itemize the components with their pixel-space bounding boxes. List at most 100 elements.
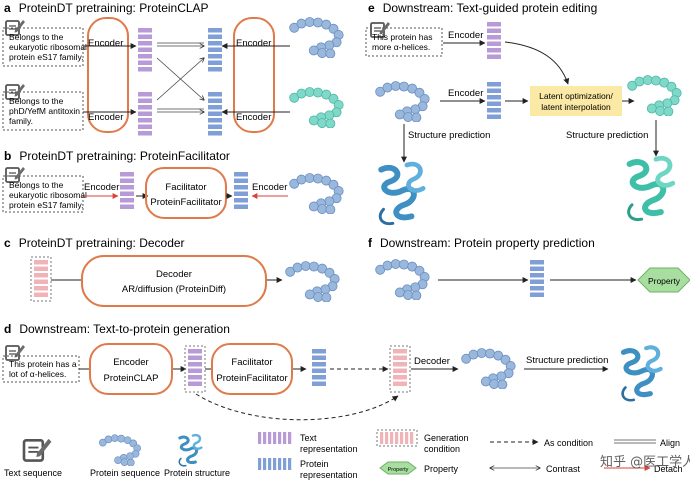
representation-cell [138,124,152,129]
legend-property: Property [424,464,459,474]
protein-sequence [285,261,340,302]
legend-swatch-cell [258,432,262,444]
legend-gen-cond-1: Generation [424,433,469,443]
representation-cell [34,266,48,271]
panel-e: e Downstream: Text-guided protein editing… [365,1,682,224]
legend-text-sequence: Text sequence [4,468,62,478]
legend-protein-structure: Protein structure [164,468,230,478]
latent-label-2: latent interpolation [541,102,611,112]
representation-cell [188,375,202,380]
structure-prediction-label: Structure prediction [566,130,648,141]
structure-prediction-label: Structure prediction [408,130,490,141]
legend-align: Align [660,438,680,448]
representation-cell [312,381,326,386]
representation-cell [234,191,248,196]
legend-swatch-cell [400,432,404,444]
representation-cell [208,124,222,129]
representation-cell [487,101,501,106]
representation-cell [138,92,152,97]
protein-representation-b [234,172,248,209]
legend-swatch-cell [278,458,282,470]
watermark: 知乎 @医工学人 [600,454,690,470]
encoder-sublabel: ProteinCLAP [104,373,159,384]
representation-cell [188,368,202,373]
panel-e-letter: e [368,1,375,15]
protein-representation-e [487,82,501,119]
legend-text-sequence-icon [22,437,52,462]
text-box-line-1: This protein has a [9,359,77,369]
representation-cell [208,118,222,123]
legend-swatch-cell [268,432,272,444]
legend-property-badge-label: Property [388,467,409,473]
representation-cell [138,28,152,33]
legend-swatch-cell [283,458,287,470]
legend-text-repr-1: Text [300,433,317,443]
representation-cell [138,98,152,103]
text-box-1-line-1: Belongs to the [9,32,64,42]
panel-c-title-text: ProteinDT pretraining: Decoder [19,236,185,250]
representation-cell [487,48,501,53]
legend-protein-repr-1: Protein [300,459,329,469]
legend-protein-sequence-icon [98,434,142,466]
representation-cell [120,178,134,183]
representation-cell [138,111,152,116]
panel-f-title-text: Downstream: Protein property prediction [380,236,595,250]
representation-cell [188,355,202,360]
representation-cell [530,273,544,278]
protein-sequence-edited [627,75,682,116]
facilitator-block [211,343,293,395]
panel-d-letter: d [4,322,11,336]
representation-cell [487,82,501,87]
protein-sequence-teal [289,87,344,128]
encoder-label: Encoder [252,182,287,193]
representation-cell [234,204,248,209]
protein-structure [623,347,661,400]
representation-cell [208,54,222,59]
legend-text-repr-2: representation [300,444,358,454]
protein-structure-edited [629,158,673,219]
legend-contrast: Contrast [546,464,581,474]
panel-a-letter: a [4,1,11,15]
representation-cell [312,362,326,367]
representation-cell [188,349,202,354]
panel-e-title-text: Downstream: Text-guided protein editing [383,1,598,15]
legend-swatch-cell [283,432,287,444]
protein-representation-d [312,349,326,386]
legend-swatch-cell [410,432,414,444]
facilitator-block [145,167,227,219]
text-box-2-line-3: family. [9,116,33,126]
legend-swatch-cell [405,432,409,444]
representation-cell [208,92,222,97]
representation-cell [208,28,222,33]
decoder-label: Decoder [156,269,192,280]
representation-cell [393,368,407,373]
legend-protein-structure-icon [177,433,203,468]
text-box-1-line-2: eukaryotic ribosomal [9,42,87,52]
text-box-2-line-2: phD/YefM antitoxin [9,106,80,116]
representation-cell [138,118,152,123]
representation-cell [487,108,501,113]
encoder-label: Encoder [448,88,483,99]
as-condition-curve [195,393,399,421]
legend-text-representation-swatch [258,432,292,444]
protein-sequence-blue [289,17,344,58]
text-box-1-line-3: protein eS17 family. [9,52,84,62]
text-representation-b [120,172,134,209]
legend-swatch-cell [263,458,267,470]
legend-swatch-cell [278,432,282,444]
legend-swatch-cell [258,458,262,470]
encoder-label: Encoder [88,112,123,123]
text-box-line-2: more α-helices. [372,42,430,52]
representation-cell [208,67,222,72]
text-representation-e [487,22,501,59]
representation-cell [312,355,326,360]
text-box-line-1: Belongs to the [9,180,64,190]
generation-condition-c [34,260,48,297]
legend-swatch-cell [288,458,292,470]
